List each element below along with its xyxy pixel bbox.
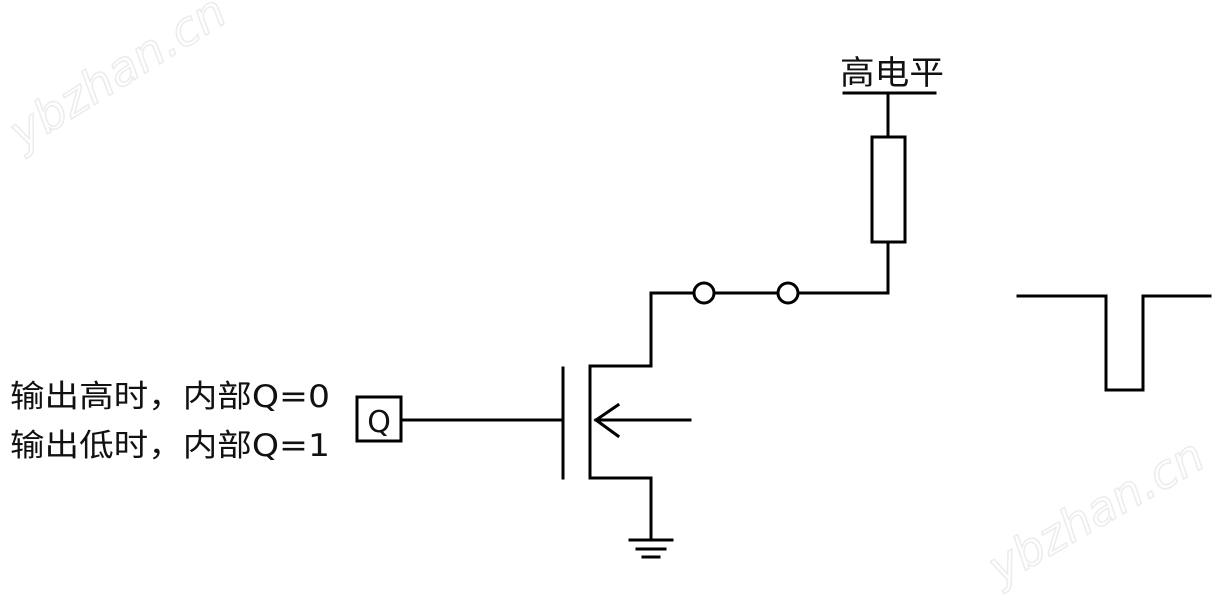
output-high-description: 输出高时，内部Q=0 xyxy=(10,379,330,415)
output-terminal-left xyxy=(692,281,716,305)
watermark-bottom-right: ybzhan.cn xyxy=(977,428,1214,596)
mosfet-arrow-head xyxy=(593,402,621,439)
output-waveform xyxy=(1016,294,1212,392)
q-box-label: Q xyxy=(367,405,391,440)
output-low-description: 输出低时，内部Q=1 xyxy=(10,428,330,464)
output-terminal-right xyxy=(776,281,800,305)
high-level-label: 高电平 xyxy=(840,53,944,92)
ground-symbol xyxy=(628,538,674,559)
pull-up-resistor xyxy=(870,135,907,244)
watermark-top-left: ybzhan.cn xyxy=(0,0,236,160)
